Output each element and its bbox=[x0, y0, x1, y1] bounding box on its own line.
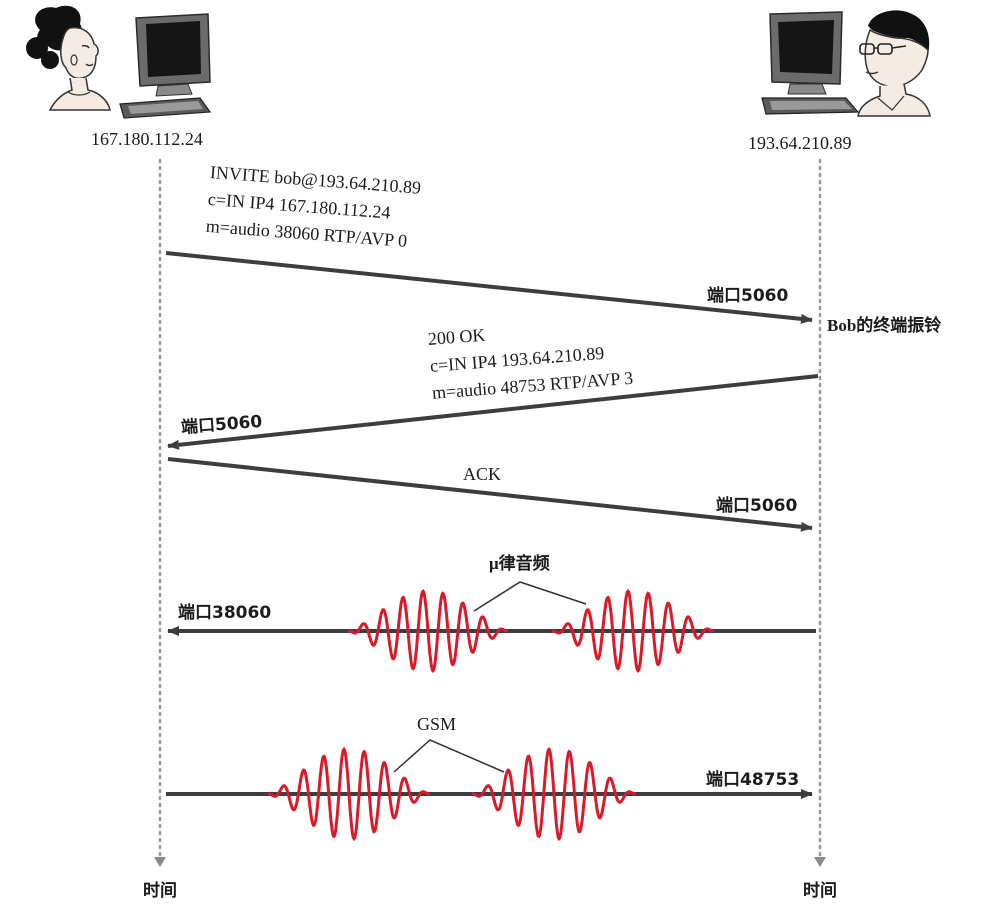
bob-time-arrow-icon bbox=[814, 857, 826, 867]
gsm-label-connector bbox=[393, 739, 505, 773]
gsm-waveform-2 bbox=[472, 746, 636, 842]
bob-ip-label: 193.64.210.89 bbox=[748, 133, 852, 153]
gsm-label: GSM bbox=[417, 714, 457, 734]
ack-label: ACK bbox=[463, 464, 502, 484]
gsm-port-label: 端口48753 bbox=[706, 770, 800, 790]
alice-time-arrow-icon bbox=[154, 857, 166, 867]
alice-ip-label: 167.180.112.24 bbox=[91, 129, 203, 149]
ok-message: 200 OK c=IN IP4 193.64.210.89 m=audio 48… bbox=[427, 311, 634, 407]
alice-computer-icon bbox=[119, 13, 212, 119]
alice-avatar-icon bbox=[26, 5, 111, 111]
invite-message: INVITE bob@193.64.210.89 c=IN IP4 167.18… bbox=[205, 159, 422, 256]
invite-port-label: 端口5060 bbox=[707, 286, 789, 306]
gsm-waveform-1 bbox=[268, 746, 430, 842]
alice-time-label: 时间 bbox=[143, 881, 177, 901]
invite-arrow bbox=[165, 251, 813, 324]
mulaw-waveform-1 bbox=[348, 589, 508, 673]
bob-ringing-label: Bob的终端振铃 bbox=[827, 316, 942, 335]
bob-avatar-icon bbox=[857, 10, 931, 117]
mulaw-waveform-2 bbox=[552, 589, 714, 673]
mulaw-label-connector bbox=[473, 581, 587, 612]
bob-time-label: 时间 bbox=[803, 881, 837, 901]
mulaw-audio-label: μ律音频 bbox=[489, 554, 550, 573]
ok-arrow bbox=[167, 374, 819, 450]
ack-port-label: 端口5060 bbox=[716, 496, 798, 516]
mulaw-port-label: 端口38060 bbox=[178, 603, 272, 623]
ack-arrow bbox=[167, 457, 813, 532]
bob-computer-icon bbox=[761, 11, 860, 115]
